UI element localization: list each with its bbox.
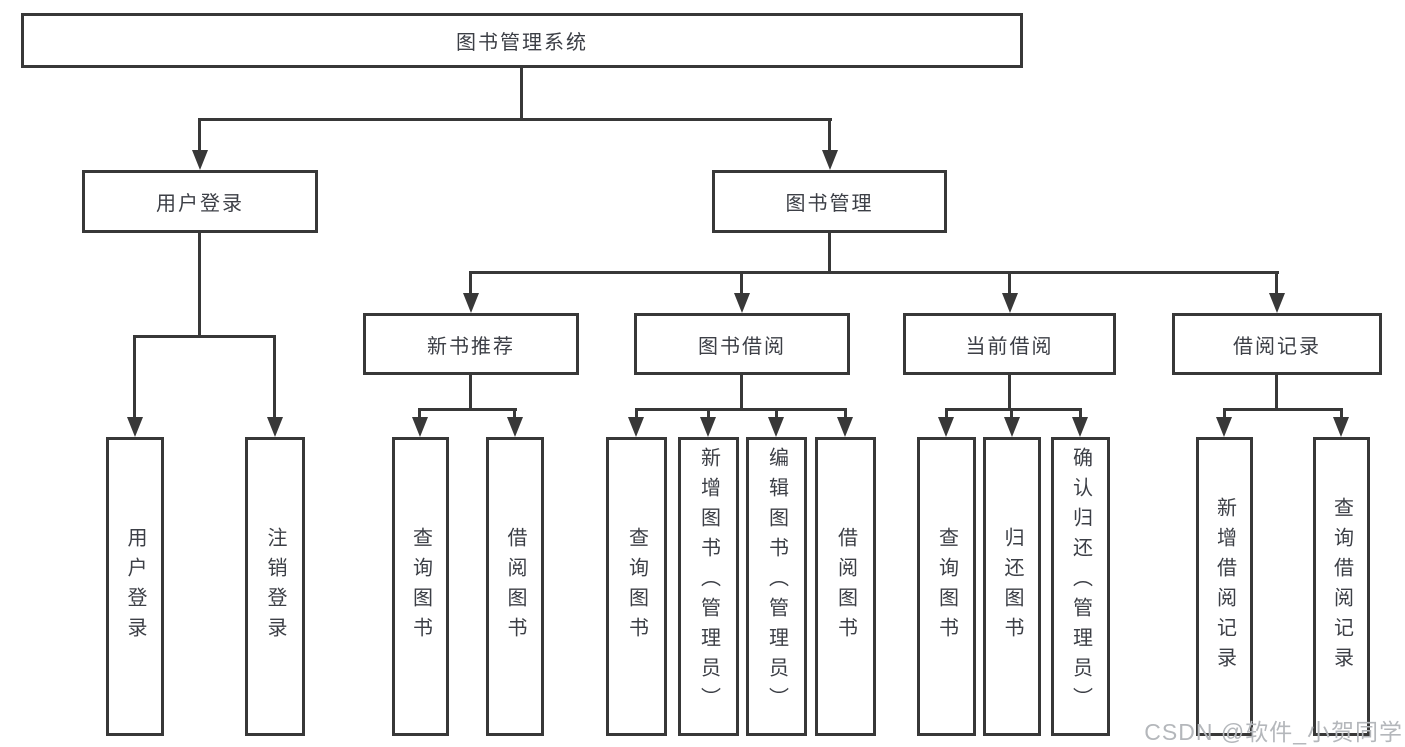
connector-line bbox=[1008, 375, 1011, 411]
connector-line bbox=[1223, 408, 1226, 419]
connector-line bbox=[469, 271, 472, 295]
arrow-down-icon bbox=[837, 417, 853, 437]
connector-line bbox=[1223, 408, 1343, 411]
connector-line bbox=[1275, 271, 1278, 295]
leaf-user-login: 用户登录 bbox=[106, 437, 164, 736]
leaf-label: 归还图书 bbox=[1001, 526, 1023, 647]
leaf-label: 查询图书 bbox=[625, 526, 648, 647]
connector-line bbox=[740, 375, 743, 411]
leaf-query-borrow-record: 查询借阅记录 bbox=[1313, 437, 1370, 736]
leaf-label: 注销登录 bbox=[264, 526, 286, 647]
arrow-down-icon bbox=[1269, 293, 1285, 313]
arrow-down-icon bbox=[192, 150, 208, 170]
leaf-label: 借阅图书 bbox=[834, 526, 857, 647]
arrow-down-icon bbox=[1072, 417, 1088, 437]
leaf-label: 编辑图书（管理员） bbox=[765, 447, 788, 717]
node-book-management-label: 图书管理 bbox=[785, 193, 874, 215]
leaf-label: 借阅图书 bbox=[504, 526, 526, 647]
connector-line bbox=[198, 233, 201, 338]
arrow-down-icon bbox=[1333, 417, 1349, 437]
arrow-down-icon bbox=[700, 417, 716, 437]
node-user-login: 用户登录 bbox=[82, 170, 318, 233]
connector-line bbox=[1275, 375, 1278, 411]
leaf-logout: 注销登录 bbox=[245, 437, 305, 736]
node-book-borrow: 图书借阅 bbox=[634, 313, 850, 375]
arrow-down-icon bbox=[267, 417, 283, 437]
leaf-label: 查询图书 bbox=[935, 526, 958, 647]
arrow-down-icon bbox=[822, 150, 838, 170]
connector-line bbox=[469, 375, 472, 411]
leaf-label: 新增借阅记录 bbox=[1213, 496, 1236, 677]
arrow-down-icon bbox=[127, 417, 143, 437]
node-book-borrow-label: 图书借阅 bbox=[698, 335, 786, 358]
node-user-login-label: 用户登录 bbox=[156, 193, 244, 215]
arrow-down-icon bbox=[1216, 417, 1232, 437]
connector-line bbox=[418, 408, 421, 419]
node-current-borrow-label: 当前借阅 bbox=[965, 335, 1054, 358]
arrow-down-icon bbox=[938, 417, 954, 437]
connector-line bbox=[844, 408, 847, 419]
node-borrow-records: 借阅记录 bbox=[1172, 313, 1382, 375]
connector-line bbox=[828, 233, 831, 274]
leaf-label: 查询图书 bbox=[409, 526, 432, 647]
arrow-down-icon bbox=[768, 417, 784, 437]
arrow-down-icon bbox=[1002, 293, 1018, 313]
leaf-label: 查询借阅记录 bbox=[1330, 496, 1353, 677]
leaf-label: 新增图书（管理员） bbox=[697, 447, 720, 717]
connector-line bbox=[133, 335, 276, 338]
arrow-down-icon bbox=[507, 417, 523, 437]
arrow-down-icon bbox=[463, 293, 479, 313]
leaf-query-books-recommend: 查询图书 bbox=[392, 437, 449, 736]
leaf-add-books-admin: 新增图书（管理员） bbox=[678, 437, 739, 736]
connector-line bbox=[513, 408, 516, 419]
leaf-query-books-borrow: 查询图书 bbox=[606, 437, 667, 736]
node-book-management: 图书管理 bbox=[712, 170, 947, 233]
connector-line bbox=[198, 118, 832, 121]
connector-line bbox=[1340, 408, 1343, 419]
watermark: CSDN @软件_小贺同学 bbox=[1144, 719, 1403, 745]
arrow-down-icon bbox=[412, 417, 428, 437]
connector-line bbox=[707, 408, 710, 419]
connector-line bbox=[1008, 271, 1011, 295]
connector-line bbox=[520, 68, 523, 121]
connector-line bbox=[945, 408, 1082, 411]
leaf-borrow-books-recommend: 借阅图书 bbox=[486, 437, 544, 736]
leaf-label: 用户登录 bbox=[124, 526, 146, 647]
node-current-borrow: 当前借阅 bbox=[903, 313, 1116, 375]
connector-line bbox=[133, 335, 136, 419]
connector-line bbox=[635, 408, 638, 419]
arrow-down-icon bbox=[734, 293, 750, 313]
connector-line bbox=[1079, 408, 1082, 419]
connector-line bbox=[418, 408, 517, 411]
node-root-label: 图书管理系统 bbox=[456, 32, 588, 54]
leaf-label: 确认归还（管理员） bbox=[1069, 447, 1092, 717]
leaf-add-borrow-record: 新增借阅记录 bbox=[1196, 437, 1253, 736]
connector-line bbox=[273, 335, 276, 419]
leaf-borrow-books: 借阅图书 bbox=[815, 437, 876, 736]
node-new-book-recommend-label: 新书推荐 bbox=[427, 335, 515, 358]
connector-line bbox=[740, 271, 743, 295]
arrow-down-icon bbox=[1004, 417, 1020, 437]
connector-line bbox=[945, 408, 948, 419]
leaf-confirm-return-admin: 确认归还（管理员） bbox=[1051, 437, 1110, 736]
node-new-book-recommend: 新书推荐 bbox=[363, 313, 579, 375]
connector-line bbox=[469, 271, 1279, 274]
node-root: 图书管理系统 bbox=[21, 13, 1023, 68]
connector-line bbox=[635, 408, 847, 411]
connector-line bbox=[198, 118, 201, 152]
leaf-edit-books-admin: 编辑图书（管理员） bbox=[746, 437, 807, 736]
arrow-down-icon bbox=[628, 417, 644, 437]
node-borrow-records-label: 借阅记录 bbox=[1233, 335, 1321, 358]
connector-line bbox=[775, 408, 778, 419]
leaf-query-books-current: 查询图书 bbox=[917, 437, 976, 736]
leaf-return-books: 归还图书 bbox=[983, 437, 1041, 736]
connector-line bbox=[1010, 408, 1013, 419]
connector-line bbox=[828, 118, 831, 152]
